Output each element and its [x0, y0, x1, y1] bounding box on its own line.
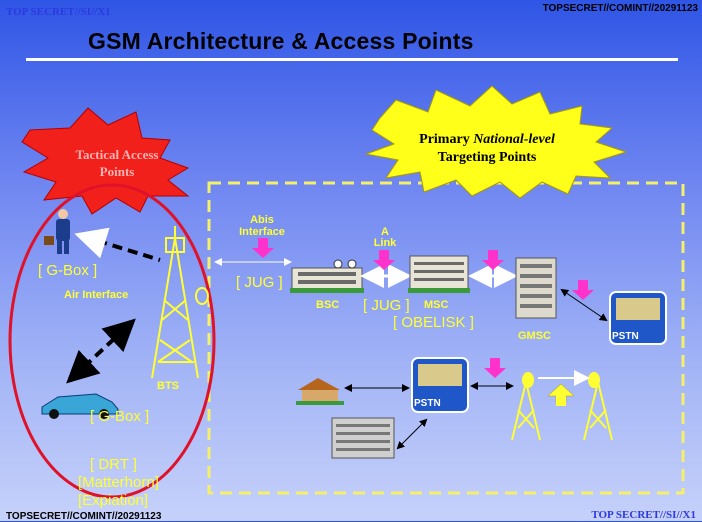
matterhorn-label: [Matterhorn] [78, 474, 159, 491]
classification-top-right: TOPSECRET//COMINT//20291123 [542, 3, 698, 14]
msc-label: MSC [424, 299, 449, 311]
primary-targeting-label: Primary National-level Targeting Points [412, 131, 562, 167]
pstn-lower-icon [411, 357, 469, 413]
drt-label: [ DRT ] [90, 456, 137, 473]
obelisk-label: [ OBELISK ] [393, 314, 474, 331]
tactical-ellipse [8, 183, 216, 499]
primary-starburst [364, 85, 628, 199]
mobile-user-icon [44, 209, 70, 254]
jug2-label: [ JUG ] [363, 297, 410, 314]
gmsc-label: GMSC [518, 330, 551, 342]
abis-line1: Abis [250, 214, 274, 226]
tactical-starburst [21, 107, 190, 215]
yellow-up-arrow-stem [556, 396, 566, 406]
a-line2: Link [373, 237, 397, 249]
tactical-line2: Points [99, 164, 135, 179]
air-interface-label: Air Interface [64, 289, 129, 301]
house-icon [296, 378, 344, 405]
abis-interface-label: Abis Interface [232, 214, 292, 238]
title-underline [26, 58, 678, 61]
apartment-building-icon [331, 417, 395, 459]
bts-label: BTS [157, 380, 179, 392]
microwave-tower-left-icon [511, 372, 541, 441]
microwave-tower-right-icon [583, 372, 613, 441]
jug1-label: [ JUG ] [236, 274, 283, 291]
classification-top-left: TOP SECRET//SI//X1 [6, 6, 111, 18]
gmsc-building-icon [515, 257, 557, 319]
classification-bottom-right: TOP SECRET//SI//X1 [591, 509, 696, 521]
gbox-top-label: [ G-Box ] [38, 262, 98, 279]
msc-building-icon [408, 255, 470, 293]
page-title: GSM Architecture & Access Points [88, 28, 474, 54]
pstn-lower-label: PSTN [414, 398, 441, 409]
bsc-label: BSC [316, 299, 340, 311]
expiation-label: [Expiation] [78, 492, 149, 509]
a-link-label: A Link [370, 227, 400, 249]
classification-bottom-left: TOPSECRET//COMINT//20291123 [6, 511, 162, 522]
tactical-access-label: Tactical Access Points [62, 146, 172, 180]
primary-line1-a: Primary [419, 132, 474, 147]
pstn-right-label: PSTN [612, 331, 639, 342]
gbox-bottom-label: [ G-Box ] [90, 408, 150, 425]
abis-line2: Interface [239, 226, 285, 238]
bts-tower-icon [151, 226, 209, 379]
primary-line2: Targeting Points [437, 150, 537, 165]
tactical-line1: Tactical Access [75, 147, 159, 162]
primary-line1-b: National-level [473, 132, 555, 147]
car-icon [41, 393, 119, 419]
bsc-building-icon [290, 259, 364, 293]
magenta-arrows [252, 238, 594, 378]
a-line1: A [381, 226, 389, 238]
pstn-right-icon [609, 291, 667, 345]
